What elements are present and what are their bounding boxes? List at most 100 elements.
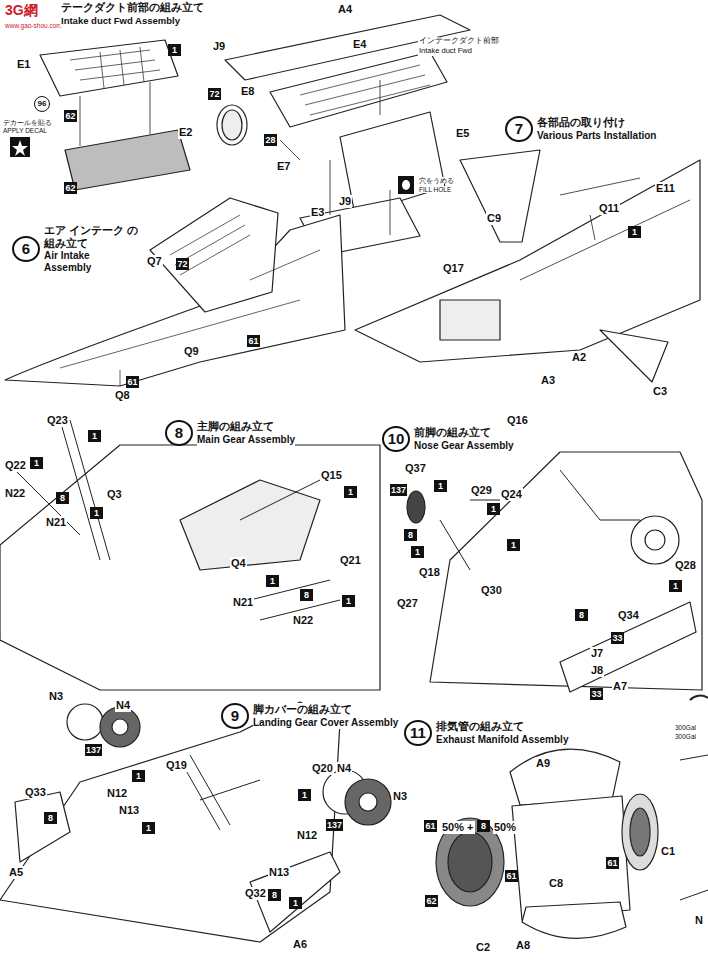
part-name: 50% +	[441, 821, 475, 834]
part-name: E3	[310, 206, 325, 219]
note-text: Intake duct Fwd	[418, 47, 473, 56]
part-name: J7	[590, 647, 604, 660]
part-name: A7	[612, 680, 628, 693]
section-title: Intake duct Fwd Assembly	[60, 16, 181, 27]
watermark: 3G網	[4, 2, 39, 18]
part-name: N12	[106, 787, 128, 800]
part-name: Q19	[165, 759, 188, 772]
paint-callout: 1	[142, 822, 155, 834]
paint-callout: 8	[575, 609, 588, 621]
part-name: E4	[352, 38, 367, 51]
part-name: N22	[4, 487, 26, 500]
paint-callout: 1	[411, 546, 424, 558]
paint-callout: 33	[611, 632, 624, 644]
step-heading: 7各部品の取り付けVarious Parts Installation	[505, 116, 656, 142]
part-name: Q9	[183, 345, 200, 358]
paint-callout: 8	[44, 812, 57, 824]
part-name: C3	[652, 385, 668, 398]
part-name: Q8	[114, 389, 131, 402]
part-name: Q22	[4, 459, 27, 472]
step-number: 6	[12, 236, 40, 262]
step-title-jp: 脚カバーの組み立て	[253, 703, 398, 716]
paint-callout: 61	[247, 335, 260, 347]
part-name: 50%	[493, 821, 517, 834]
part-name: N12	[296, 829, 318, 842]
step-number: 8	[165, 420, 193, 446]
part-name: Q34	[617, 609, 640, 622]
part-name: N22	[292, 614, 314, 627]
note-text: 300Gal	[674, 733, 697, 740]
paint-callout: 1	[168, 44, 181, 56]
part-name: Q4	[230, 557, 247, 570]
paint-callout: 1	[669, 580, 682, 592]
step-title-jp: エア インテーク の組み立て	[44, 224, 144, 250]
step-number: 7	[505, 116, 533, 142]
part-name: Q27	[396, 597, 419, 610]
step-title-jp: 前脚の組み立て	[414, 426, 514, 439]
step-title: 各部品の取り付けVarious Parts Installation	[537, 116, 656, 141]
part-name: Q16	[506, 414, 529, 427]
part-name: J9	[212, 40, 226, 53]
part-name: Q18	[418, 566, 441, 579]
part-name: Q33	[24, 786, 47, 799]
note-text: デカールを貼る	[2, 119, 53, 126]
step-title-jp: 各部品の取り付け	[537, 116, 656, 129]
step-number: 10	[382, 426, 410, 452]
paint-callout: 62	[64, 182, 77, 194]
part-name: Q3	[106, 488, 123, 501]
part-name: N4	[336, 762, 352, 775]
paint-callout: 28	[264, 134, 277, 146]
step-heading: 11排気管の組み立てExhaust Manifold Assembly	[404, 720, 568, 746]
paint-callout: 61	[505, 870, 518, 882]
part-name: Q28	[674, 559, 697, 572]
section-title: テークダクト前部の組み立て	[60, 1, 205, 14]
step-number: 11	[404, 720, 432, 746]
part-name: A5	[8, 866, 24, 879]
paint-callout: 72	[208, 88, 221, 100]
paint-callout: 1	[132, 770, 145, 782]
note-text: 300Gal	[674, 724, 697, 731]
paint-callout: 1	[298, 789, 311, 801]
part-name: C8	[548, 877, 564, 890]
part-name: A9	[535, 757, 551, 770]
step-heading: 6エア インテーク の組み立てAir Intake Assembly	[12, 224, 144, 274]
part-name: Q29	[470, 484, 493, 497]
paint-callout: 8	[268, 889, 281, 901]
paint-callout: 1	[507, 539, 520, 551]
step-title-en: Air Intake Assembly	[44, 250, 116, 274]
paint-callout: 61	[126, 376, 139, 388]
part-name: N21	[232, 596, 254, 609]
paint-callout: 72	[176, 258, 189, 270]
part-name: A6	[292, 938, 308, 951]
paint-callout: 1	[266, 575, 279, 587]
paint-callout: 61	[424, 820, 437, 832]
paint-callout: 33	[590, 688, 603, 700]
paint-callout: 8	[300, 589, 313, 601]
step-heading: 9脚カバーの組み立てLanding Gear Cover Assembly	[221, 703, 398, 729]
paint-callout: 1	[487, 503, 500, 515]
paint-callout: 1	[88, 430, 101, 442]
note-text: APPLY DECAL	[2, 127, 48, 134]
step-title: 前脚の組み立てNose Gear Assembly	[414, 426, 514, 451]
part-name: Q17	[442, 262, 465, 275]
paint-callout: 8	[404, 529, 417, 541]
step-heading: 10前脚の組み立てNose Gear Assembly	[382, 426, 514, 452]
step-title: 排気管の組み立てExhaust Manifold Assembly	[436, 720, 568, 745]
part-name: Q21	[339, 554, 362, 567]
paint-callout: 8	[56, 492, 69, 504]
paint-callout: 62	[425, 895, 438, 907]
paint-callout: 137	[390, 484, 407, 496]
part-name: Q7	[146, 255, 163, 268]
decal-number: 96	[34, 96, 50, 112]
paint-callout: 1	[434, 480, 447, 492]
paint-callout: 8	[477, 820, 490, 832]
part-name: J9	[338, 195, 352, 208]
step-title-jp: 主脚の組み立て	[197, 420, 295, 433]
note-text: FILL HOLE	[418, 186, 452, 193]
part-name: N	[694, 914, 704, 927]
part-name: A3	[540, 374, 556, 387]
paint-callout: 137	[326, 819, 343, 831]
part-name: C1	[660, 845, 676, 858]
paint-callout: 62	[64, 110, 77, 122]
